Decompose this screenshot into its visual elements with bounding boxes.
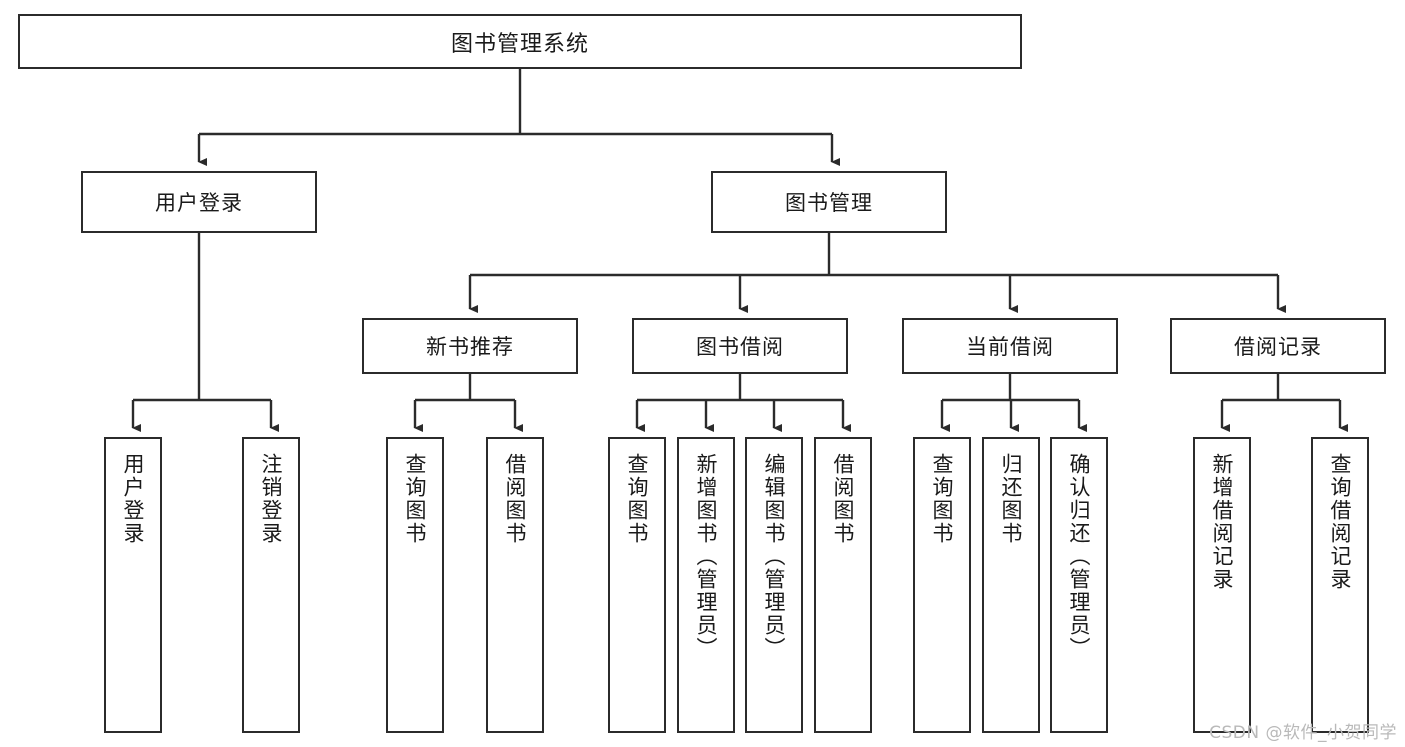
node-leaf-add-borrow-record-label: 新增借阅记录 bbox=[1210, 453, 1235, 591]
node-leaf-borrow-book-1-label: 借阅图书 bbox=[503, 453, 528, 545]
node-leaf-logout-login[interactable]: 注销登录 bbox=[242, 437, 300, 733]
node-current-borrow[interactable]: 当前借阅 bbox=[902, 318, 1118, 374]
node-book-borrow-label: 图书借阅 bbox=[696, 335, 784, 359]
node-leaf-query-borrow-record[interactable]: 查询借阅记录 bbox=[1311, 437, 1369, 733]
node-leaf-add-borrow-record[interactable]: 新增借阅记录 bbox=[1193, 437, 1251, 733]
node-leaf-confirm-return-admin[interactable]: 确认归还（管理员） bbox=[1050, 437, 1108, 733]
node-borrow-record[interactable]: 借阅记录 bbox=[1170, 318, 1386, 374]
node-leaf-confirm-return-admin-label: 确认归还（管理员） bbox=[1067, 453, 1092, 660]
node-book-management[interactable]: 图书管理 bbox=[711, 171, 947, 233]
node-leaf-add-book-admin-label: 新增图书（管理员） bbox=[694, 453, 719, 660]
watermark: CSDN @软件_小贺同学 bbox=[1209, 723, 1397, 743]
node-borrow-record-label: 借阅记录 bbox=[1234, 335, 1322, 359]
node-leaf-logout-login-label: 注销登录 bbox=[259, 453, 284, 545]
node-leaf-query-book-2-label: 查询图书 bbox=[625, 453, 650, 545]
node-leaf-borrow-book-1[interactable]: 借阅图书 bbox=[486, 437, 544, 733]
node-leaf-query-borrow-record-label: 查询借阅记录 bbox=[1328, 453, 1353, 591]
node-leaf-user-login-label: 用户登录 bbox=[121, 453, 146, 545]
node-root-label: 图书管理系统 bbox=[450, 31, 589, 57]
node-book-management-label: 图书管理 bbox=[785, 191, 873, 215]
node-leaf-query-book-3[interactable]: 查询图书 bbox=[913, 437, 971, 733]
node-leaf-query-book-3-label: 查询图书 bbox=[930, 453, 955, 545]
node-new-book-recommend[interactable]: 新书推荐 bbox=[362, 318, 578, 374]
node-leaf-query-book-1[interactable]: 查询图书 bbox=[386, 437, 444, 733]
node-user-login-label: 用户登录 bbox=[155, 191, 243, 215]
node-leaf-add-book-admin[interactable]: 新增图书（管理员） bbox=[677, 437, 735, 733]
node-leaf-borrow-book-2[interactable]: 借阅图书 bbox=[814, 437, 872, 733]
node-leaf-return-book-label: 归还图书 bbox=[999, 453, 1024, 545]
node-leaf-edit-book-admin[interactable]: 编辑图书（管理员） bbox=[745, 437, 803, 733]
node-leaf-edit-book-admin-label: 编辑图书（管理员） bbox=[762, 453, 787, 660]
node-user-login[interactable]: 用户登录 bbox=[81, 171, 317, 233]
node-root[interactable]: 图书管理系统 bbox=[18, 14, 1022, 69]
node-current-borrow-label: 当前借阅 bbox=[966, 335, 1054, 359]
node-book-borrow[interactable]: 图书借阅 bbox=[632, 318, 848, 374]
node-leaf-borrow-book-2-label: 借阅图书 bbox=[831, 453, 856, 545]
node-leaf-query-book-2[interactable]: 查询图书 bbox=[608, 437, 666, 733]
node-leaf-query-book-1-label: 查询图书 bbox=[403, 453, 428, 545]
node-leaf-user-login[interactable]: 用户登录 bbox=[104, 437, 162, 733]
node-new-book-recommend-label: 新书推荐 bbox=[426, 335, 514, 359]
node-leaf-return-book[interactable]: 归还图书 bbox=[982, 437, 1040, 733]
